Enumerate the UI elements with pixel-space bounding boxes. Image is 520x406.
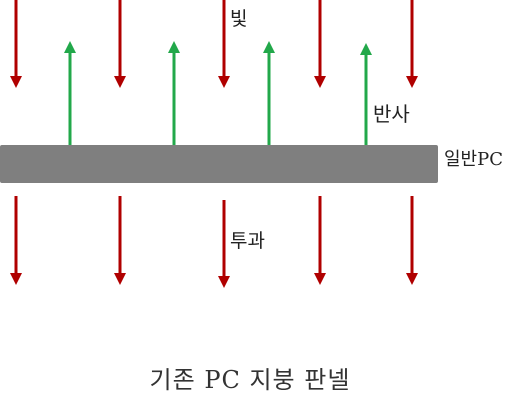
reflected-arrows [64,41,372,146]
diagram-caption: 기존 PC 지붕 판넬 [149,366,351,394]
transmission-label: 투과 [230,230,265,252]
pc-panel [0,145,438,183]
light-label: 빛 [230,8,248,30]
panel-label: 일반PC [444,149,504,170]
reflection-label: 반사 [373,102,410,126]
transmitted-arrows [10,196,418,288]
incident-arrows [10,0,418,88]
